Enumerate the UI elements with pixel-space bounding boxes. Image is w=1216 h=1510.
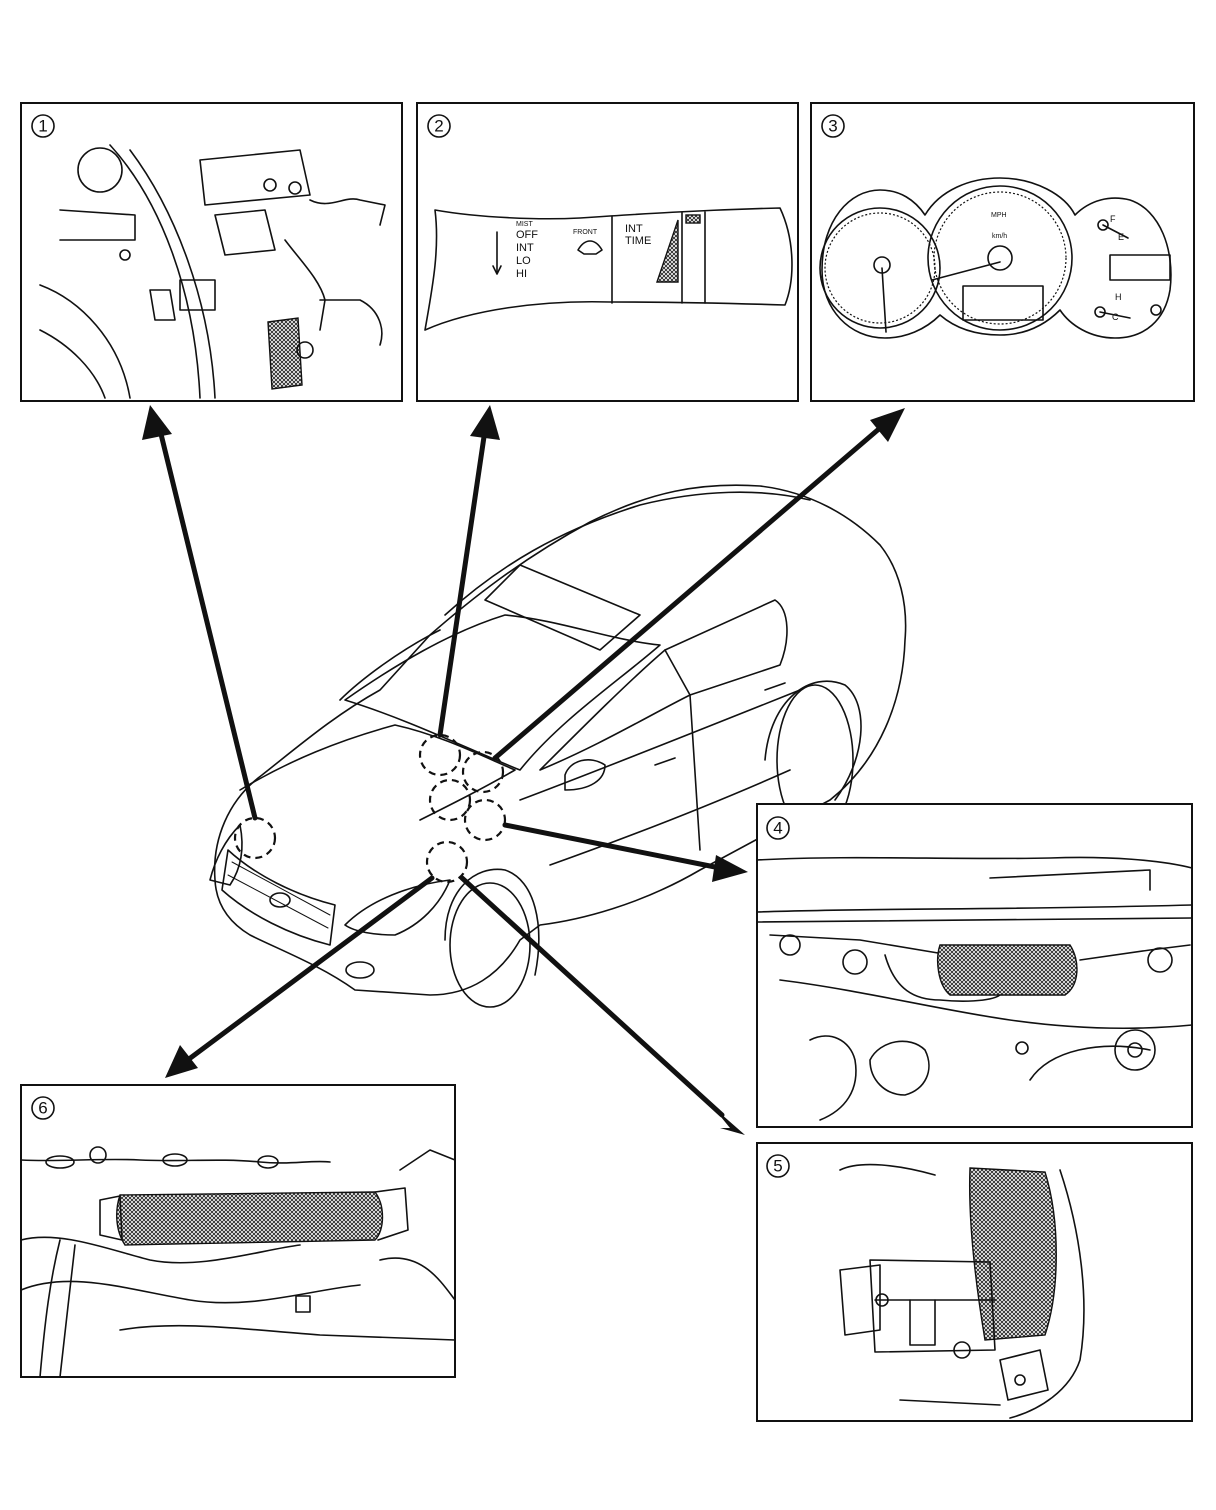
panel-4: 4 bbox=[756, 803, 1193, 1128]
trip-display bbox=[1109, 254, 1171, 281]
panel-4-number: 4 bbox=[773, 819, 782, 838]
vehicle-illustration bbox=[209, 484, 907, 1008]
switch-label-int-time-1: INT bbox=[625, 223, 643, 235]
panel-5-badge: 5 bbox=[766, 1154, 790, 1178]
wiper-motor bbox=[937, 944, 1078, 996]
switch-label-hi: HI bbox=[516, 268, 527, 280]
temp-cold-label: C bbox=[1112, 312, 1119, 322]
callout-arrows bbox=[142, 405, 905, 1135]
engine-control-module bbox=[116, 1191, 384, 1246]
switch-label-lo: LO bbox=[516, 255, 531, 267]
speed-sub-unit: km/h bbox=[992, 233, 1007, 240]
tachometer-needle bbox=[881, 267, 887, 333]
fuel-full-label: F bbox=[1110, 214, 1116, 224]
panel-2-badge: 2 bbox=[427, 114, 451, 138]
switch-label-mist: MIST bbox=[516, 221, 533, 228]
panel-2: 2 MIST OFF INT LO HI FRONT INT TIME bbox=[416, 102, 799, 402]
int-time-scale-icon bbox=[656, 219, 679, 283]
panel-1-badge: 1 bbox=[31, 114, 55, 138]
fuel-empty-label: E bbox=[1118, 232, 1124, 242]
control-module bbox=[968, 1167, 1057, 1341]
panel-1-number: 1 bbox=[38, 117, 47, 136]
panel-5-number: 5 bbox=[773, 1157, 782, 1176]
panel-1: 1 bbox=[20, 102, 403, 402]
temp-hot-label: H bbox=[1115, 292, 1122, 302]
odometer-display bbox=[962, 285, 1044, 321]
panel-2-number: 2 bbox=[434, 117, 443, 136]
panel-3: 3 MPH km/h F E H C bbox=[810, 102, 1195, 402]
speed-unit: MPH bbox=[991, 212, 1007, 219]
switch-label-int: INT bbox=[516, 242, 534, 254]
panel-3-badge: 3 bbox=[821, 114, 845, 138]
switch-label-off: OFF bbox=[516, 229, 538, 241]
panel-6: 6 bbox=[20, 1084, 456, 1378]
speedometer-needle bbox=[931, 261, 1001, 281]
panel-4-badge: 4 bbox=[766, 816, 790, 840]
switch-label-washer: FRONT bbox=[573, 229, 598, 236]
panel-5: 5 bbox=[756, 1142, 1193, 1422]
panel-6-badge: 6 bbox=[31, 1096, 55, 1120]
panel-6-number: 6 bbox=[38, 1099, 47, 1118]
switch-label-int-time-2: TIME bbox=[625, 235, 651, 247]
washer-icon bbox=[577, 240, 603, 255]
panel-3-number: 3 bbox=[828, 117, 837, 136]
